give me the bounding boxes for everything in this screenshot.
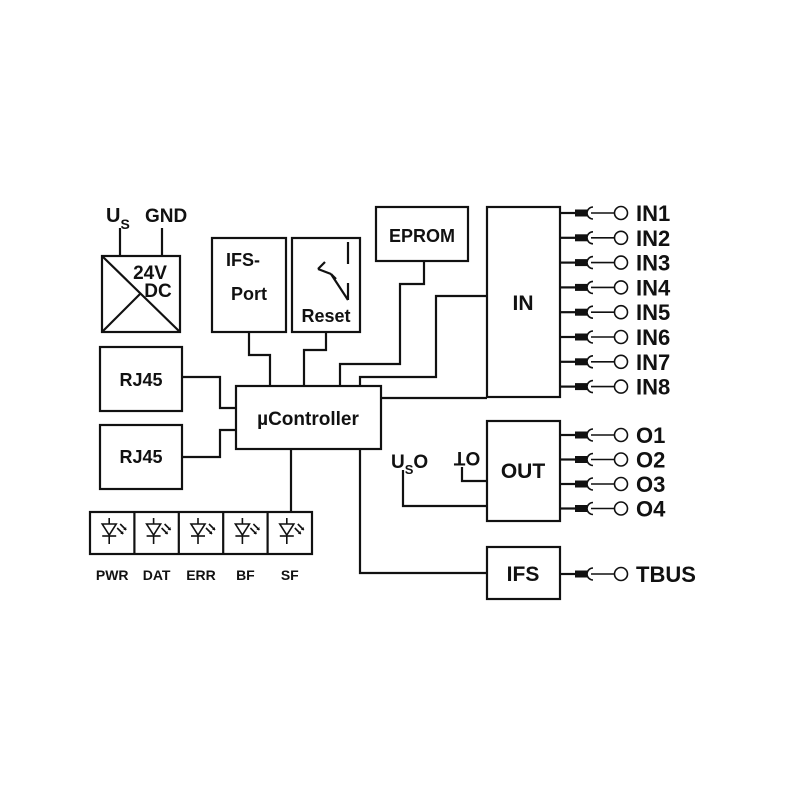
gnd-label: GND [145, 206, 187, 227]
input-terminal-5-label: IN5 [636, 300, 670, 325]
microcontroller-label: µController [257, 409, 359, 430]
rj45-label-2: RJ45 [119, 447, 162, 467]
rj45-label-1: RJ45 [119, 370, 162, 390]
ifs-port-label-2: Port [231, 284, 267, 304]
output-terminal-3-label: O3 [636, 472, 665, 497]
output-terminal-4: O4 [560, 497, 666, 522]
output-block-label: OUT [501, 460, 546, 483]
input-terminal-6: IN6 [560, 325, 670, 350]
input-terminal-1-label: IN1 [636, 201, 670, 226]
led-label-sf: SF [281, 567, 299, 583]
power-supply: US GND 24V DC [100, 205, 187, 334]
connection-wires [182, 261, 487, 575]
microcontroller-block: µController [234, 384, 383, 451]
reset-block: Reset [290, 236, 362, 334]
led-label-bf: BF [236, 567, 255, 583]
input-terminal-5: IN5 [560, 300, 670, 325]
input-terminal-8: IN8 [560, 375, 670, 400]
input-terminal-7-label: IN7 [636, 350, 670, 375]
output-terminal-3: O3 [560, 472, 665, 497]
input-terminal-2-label: IN2 [636, 226, 670, 251]
led-icon-bf [233, 518, 260, 544]
output-block: OUT [485, 419, 562, 523]
led-label-err: ERR [186, 567, 216, 583]
rj45-block-2: RJ45 [98, 423, 184, 491]
led-label-dat: DAT [143, 567, 171, 583]
input-block: IN [485, 205, 562, 399]
led-cells [100, 512, 305, 554]
led-label-pwr: PWR [96, 567, 129, 583]
rj45-block-1: RJ45 [98, 345, 184, 413]
tbus-terminal-label: TBUS [636, 562, 696, 587]
ifs-port-label-1: IFS- [226, 250, 260, 270]
output-terminal-2: O2 [560, 448, 665, 473]
output-supply-labels: USO OT [391, 447, 480, 477]
led-labels: PWR DAT ERR BF SF [96, 567, 299, 583]
uso-label: USO [391, 452, 428, 477]
ifs-block: IFS [485, 545, 562, 601]
led-icon-sf [278, 518, 305, 544]
reset-label: Reset [301, 306, 350, 326]
bus-terminal: TBUS [560, 562, 696, 587]
output-terminal-1-label: O1 [636, 423, 665, 448]
tbus-terminal: TBUS [560, 562, 696, 587]
input-terminal-6-label: IN6 [636, 325, 670, 350]
ot-label: OT [453, 447, 480, 468]
output-terminal-1: O1 [560, 423, 665, 448]
led-icon-pwr [100, 518, 127, 544]
input-block-label: IN [513, 292, 534, 315]
ifs-block-label: IFS [507, 563, 540, 586]
eprom-label: EPROM [389, 226, 455, 246]
led-icon-dat [145, 518, 172, 544]
input-terminal-2: IN2 [560, 226, 670, 251]
switch-icon [317, 242, 350, 301]
us-label: US [106, 205, 130, 232]
output-terminal-4-label: O4 [636, 497, 666, 522]
output-terminal-2-label: O2 [636, 448, 665, 473]
input-terminal-1: IN1 [560, 201, 670, 226]
input-terminal-7: IN7 [560, 350, 670, 375]
eprom-block: EPROM [374, 205, 470, 263]
input-terminal-8-label: IN8 [636, 375, 670, 400]
led-icon-err [189, 518, 216, 544]
led-strip: PWR DAT ERR BF SF [88, 510, 314, 583]
input-terminal-3-label: IN3 [636, 251, 670, 276]
ifs-port-block: IFS- Port [210, 236, 288, 334]
voltage-type-label: DC [144, 281, 172, 302]
input-terminal-4: IN4 [560, 275, 671, 300]
input-terminal-4-label: IN4 [636, 275, 671, 300]
input-terminal-3: IN3 [560, 251, 670, 276]
voltage-label: 24V [133, 263, 167, 284]
